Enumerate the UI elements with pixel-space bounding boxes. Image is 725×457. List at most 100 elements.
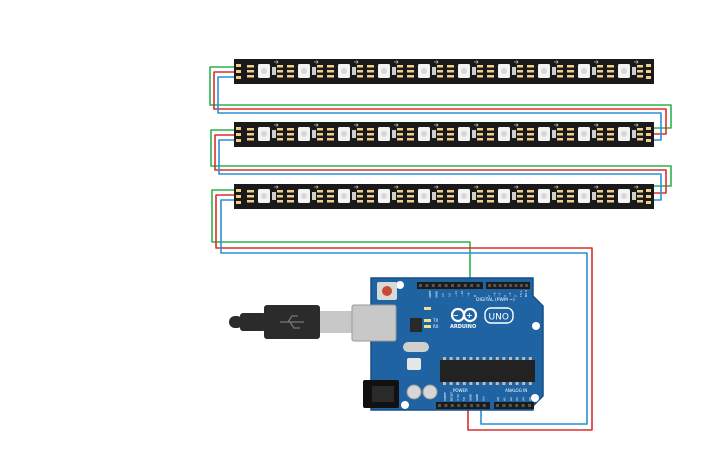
header-pin-hole[interactable] (463, 284, 467, 287)
data-direction-arrow (274, 60, 279, 64)
strip-end-pad (236, 201, 241, 204)
logo-plus: + (466, 311, 473, 320)
led-contact (437, 65, 443, 68)
header-pin-hole[interactable] (519, 284, 523, 287)
header-pin-hole[interactable] (488, 284, 491, 287)
data-direction-arrow (634, 123, 639, 127)
led-contact (357, 190, 363, 193)
pin-label: 2 (514, 295, 518, 297)
led-contact (247, 75, 254, 78)
wire-blue-strip1-strip2[interactable] (236, 112, 662, 141)
data-direction-arrow (474, 60, 479, 64)
mounting-hole-right (532, 322, 540, 330)
header-pin-hole[interactable] (502, 404, 506, 407)
led-contact (597, 195, 603, 198)
header-pin-hole[interactable] (438, 284, 442, 287)
header-pin-hole[interactable] (508, 404, 512, 407)
reset-button[interactable] (382, 286, 392, 296)
led-contact (637, 138, 643, 141)
chip-pin (462, 357, 466, 360)
led-resistor (432, 67, 436, 75)
led-strip[interactable] (234, 184, 654, 209)
header-pin-hole[interactable] (431, 284, 435, 287)
pin-label: Vin (481, 396, 485, 401)
wire-red-strip1-strip2[interactable] (236, 108, 667, 135)
led-contact (567, 133, 574, 136)
header-pin-hole[interactable] (444, 404, 448, 407)
led-contact (527, 70, 534, 73)
led-strip[interactable] (234, 59, 654, 84)
wire-green-strip1-in[interactable] (209, 66, 236, 106)
led-contact (407, 133, 414, 136)
digital-header-right[interactable] (486, 282, 530, 289)
header-pin-hole[interactable] (528, 404, 531, 407)
led-contact (437, 138, 443, 141)
wire-green-strip2-strip3[interactable] (236, 165, 672, 187)
header-pin-hole[interactable] (498, 284, 502, 287)
header-pin-hole[interactable] (493, 284, 497, 287)
header-pin-hole[interactable] (438, 404, 441, 407)
pin-label-gnd: GND (435, 290, 439, 298)
header-pin-hole[interactable] (444, 284, 448, 287)
chip-pin (528, 357, 532, 360)
led-contact (357, 200, 363, 203)
wires (209, 66, 672, 431)
led-resistor (272, 130, 276, 138)
analog-header[interactable] (494, 402, 534, 409)
led-contact (517, 70, 523, 73)
led-strip[interactable] (234, 122, 654, 147)
header-pin-hole[interactable] (476, 404, 480, 407)
led-contact (367, 70, 374, 73)
header-pin-hole[interactable] (525, 284, 529, 287)
header-pin-hole[interactable] (425, 284, 429, 287)
wire-green-strip2-left[interactable] (210, 129, 236, 167)
usb-connector-metal (320, 311, 352, 333)
chip-pin (495, 357, 499, 360)
wire-blue-strip2-left[interactable] (218, 139, 236, 175)
header-pin-hole[interactable] (476, 284, 480, 287)
header-pin-hole[interactable] (496, 404, 499, 407)
atmega-chip (440, 360, 535, 382)
header-pin-hole[interactable] (463, 404, 467, 407)
wire-red-strip2-left[interactable] (214, 134, 236, 171)
header-pin-hole[interactable] (457, 404, 461, 407)
led-contact (487, 195, 494, 198)
wire-blue-strip2-strip3[interactable] (236, 173, 662, 201)
wire-blue-strip3-arduino[interactable] (220, 199, 588, 425)
led-lens (261, 68, 267, 74)
header-pin-hole[interactable] (450, 404, 454, 407)
header-pin-hole[interactable] (457, 284, 461, 287)
led-contact (357, 128, 363, 131)
header-pin-hole[interactable] (470, 284, 474, 287)
header-pin-hole[interactable] (514, 284, 518, 287)
arduino-uno-board[interactable]: TX RX − + ARDUINO UNO DIGITAL (PWM ~) PO… (351, 277, 544, 411)
wire-green-strip3-arduino[interactable] (211, 189, 471, 284)
pin-label: A5 (528, 397, 532, 401)
wire-red-strip1-in[interactable] (213, 71, 236, 110)
wire-red-strip2-strip3[interactable] (236, 169, 667, 194)
pin-label: IOREF (443, 392, 447, 401)
usb-plug-icon[interactable] (229, 305, 352, 339)
header-pin-hole[interactable] (503, 284, 507, 287)
led-lens (581, 68, 587, 74)
led-contact (407, 65, 414, 68)
led-lens (341, 131, 347, 137)
header-pin-hole[interactable] (470, 404, 473, 407)
led-contact (477, 65, 483, 68)
led-resistor (272, 67, 276, 75)
power-header[interactable] (436, 402, 490, 409)
led-contact (607, 200, 614, 203)
header-pin-hole[interactable] (482, 404, 486, 407)
led-contact (487, 133, 494, 136)
wire-red-strip3-arduino[interactable] (215, 194, 593, 431)
wire-blue-strip1-in[interactable] (217, 76, 236, 114)
header-pin-hole[interactable] (419, 284, 422, 287)
led-contact (527, 65, 534, 68)
header-pin-hole[interactable] (509, 284, 513, 287)
header-pin-hole[interactable] (515, 404, 519, 407)
header-pin-hole[interactable] (521, 404, 525, 407)
usb-b-port[interactable] (351, 304, 397, 342)
digital-header-left[interactable] (417, 282, 483, 289)
header-pin-hole[interactable] (451, 284, 454, 287)
